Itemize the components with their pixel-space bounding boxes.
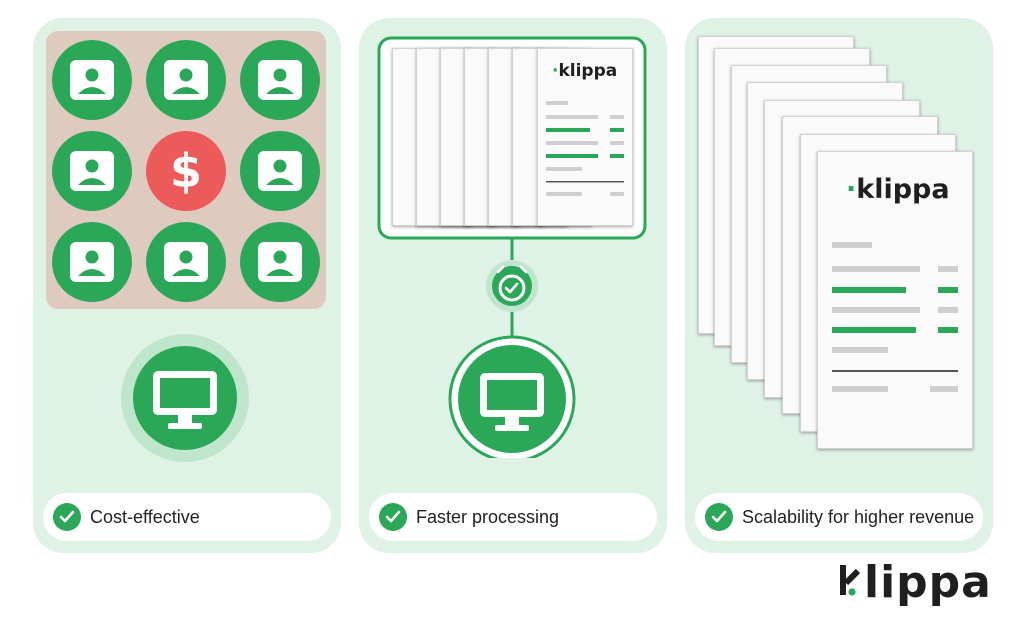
benefit-label: Scalability for higher revenue (742, 506, 975, 527)
person-card-icon (146, 222, 226, 302)
document-front: ·klippa (817, 151, 973, 449)
benefit-cost-effective: Cost-effective (43, 493, 331, 541)
panel-cost-effective: $ Cost-effective (33, 18, 341, 553)
document-front: ·klippa (537, 48, 633, 226)
document-logo: ·klippa (552, 61, 618, 81)
person-card-icon (240, 40, 320, 120)
document-logo: ·klippa (846, 174, 950, 205)
person-card-icon (146, 40, 226, 120)
person-card-icon (52, 40, 132, 120)
panel-scalability: ·klippa Scalability for higher revenue (685, 18, 993, 553)
person-card-icon (52, 131, 132, 211)
benefit-label: Faster processing (416, 506, 560, 527)
check-icon (379, 503, 407, 531)
benefit-label: Cost-effective (90, 506, 200, 527)
dollar-icon: $ (146, 131, 226, 211)
person-card-icon (240, 222, 320, 302)
check-icon (705, 503, 733, 531)
panel-faster-processing: ·klippa Faster processing (359, 18, 667, 553)
benefit-faster-processing: Faster processing (369, 493, 657, 541)
computer-icon (121, 334, 249, 462)
person-card-icon (240, 131, 320, 211)
check-icon (53, 503, 81, 531)
person-card-icon (52, 222, 132, 302)
klippa-logo: lippa (838, 557, 991, 618)
staff-grid: $ (46, 31, 326, 309)
benefit-scalability: Scalability for higher revenue (695, 493, 983, 541)
logo-wordmark: lippa (864, 557, 992, 608)
